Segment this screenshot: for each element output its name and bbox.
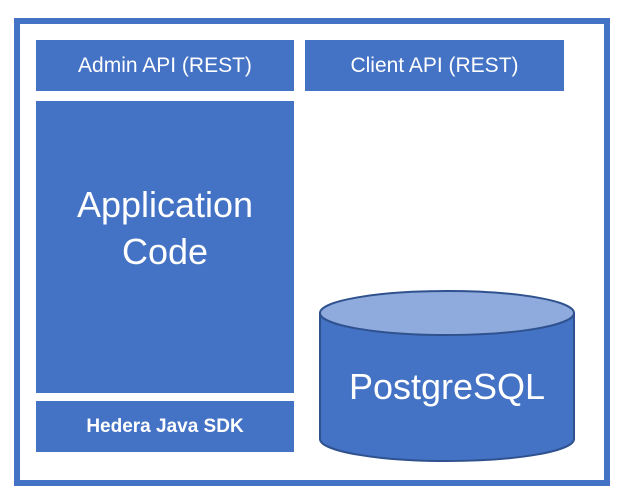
application-code-block: Application Code: [36, 101, 294, 393]
application-code-label-line1: Application: [76, 184, 254, 226]
application-code-label-line2: Code: [121, 231, 209, 272]
admin-api-block: Admin API (REST): [36, 40, 294, 91]
database-cylinder-icon: [319, 290, 575, 462]
postgresql-database-cylinder: PostgreSQL: [318, 289, 576, 465]
admin-api-label: Admin API (REST): [78, 53, 252, 77]
client-api-label: Client API (REST): [350, 53, 519, 77]
hedera-java-sdk-label: Hedera Java SDK: [86, 415, 244, 437]
hedera-java-sdk-block: Hedera Java SDK: [36, 401, 294, 452]
client-api-block: Client API (REST): [305, 40, 564, 91]
postgresql-label: PostgreSQL: [348, 366, 546, 407]
